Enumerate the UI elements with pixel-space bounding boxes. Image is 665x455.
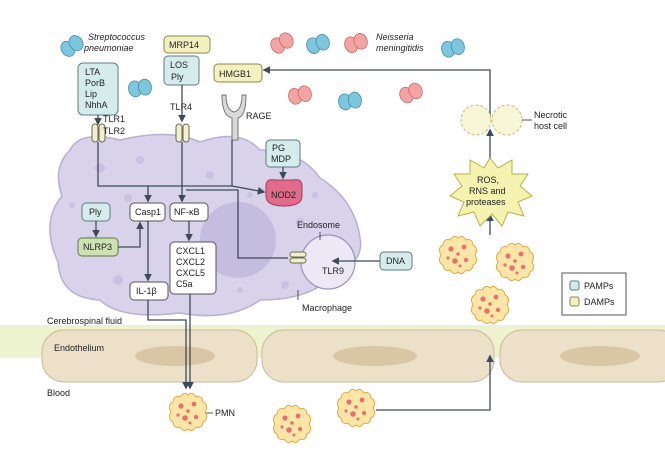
tlr4-label: TLR4 — [170, 102, 192, 112]
chemokine-box — [169, 241, 217, 295]
lta-line1: LTA — [85, 67, 100, 77]
mrp14-label: MRP14 — [169, 40, 199, 50]
legend-damp-swatch — [569, 296, 580, 307]
lta-line2: PorB — [85, 78, 105, 88]
casp1-label: Casp1 — [135, 207, 161, 217]
neisseria-label-line1: Neisseria — [376, 32, 414, 42]
necrotic-line1: Necrotic — [534, 110, 568, 120]
signaling-arrows — [92, 66, 494, 411]
tlr9-label: TLR9 — [322, 266, 344, 276]
ros-line1: ROS, — [477, 175, 499, 185]
tlr9-receptor — [289, 251, 307, 264]
strep-label-line1: Streptococcus — [88, 32, 146, 42]
nfkb-label: NF-κB — [174, 207, 200, 217]
tlr12-receptor — [91, 123, 106, 143]
mrp14-box — [163, 35, 211, 54]
endosome — [300, 234, 356, 290]
pg-line1: PG — [272, 143, 285, 153]
necrotic-host-cell — [460, 104, 523, 136]
nod2-label: NOD2 — [271, 190, 296, 200]
cxcl1: CXCL1 — [176, 246, 205, 256]
il1b-box — [129, 281, 169, 301]
lta-line3: Lip — [85, 89, 97, 99]
tlr1-label: TLR1 — [103, 114, 125, 124]
necrotic-line2: host cell — [534, 121, 567, 131]
blood-label: Blood — [47, 388, 70, 398]
hmgb1-box — [213, 63, 263, 83]
rage-receptor — [221, 94, 247, 141]
nod2-shape — [265, 179, 303, 207]
neisseria-label-line2: meningitidis — [376, 43, 424, 53]
hmgb1-label: HMGB1 — [219, 69, 251, 79]
strep-label-line2: pneumoniae — [83, 43, 134, 53]
pg-line2: MDP — [271, 154, 291, 164]
csf-label: Cerebrospinal fluid — [47, 316, 122, 326]
los-line2: Ply — [171, 72, 184, 82]
tlr2-label: TLR2 — [103, 126, 125, 136]
legend — [561, 272, 627, 316]
tlr4-receptor — [175, 123, 190, 143]
cxcl2: CXCL2 — [176, 257, 205, 267]
los-line1: LOS — [170, 60, 188, 70]
nlrp3-label: NLRP3 — [83, 242, 112, 252]
dna-label: DNA — [386, 256, 405, 266]
macrophage-label: Macrophage — [302, 303, 352, 313]
il1b-label: IL-1β — [136, 286, 157, 296]
lta-line4: NhhA — [85, 100, 108, 110]
ply-label: Ply — [89, 207, 102, 217]
endothelium — [41, 329, 665, 383]
endothelium-label: Endothelium — [54, 343, 104, 353]
pmn-label: PMN — [215, 408, 235, 418]
endosome-label: Endosome — [297, 220, 340, 230]
c5a: C5a — [176, 279, 193, 289]
rage-label: RAGE — [246, 111, 272, 121]
cxcl5: CXCL5 — [176, 268, 205, 278]
legend-damp-label: DAMPs — [584, 297, 615, 307]
ros-line2: RNS and — [469, 186, 506, 196]
legend-pamp-swatch — [569, 280, 580, 291]
legend-pamp-label: PAMPs — [584, 281, 614, 291]
ros-burst — [449, 157, 533, 227]
ros-line3: proteases — [466, 197, 506, 207]
